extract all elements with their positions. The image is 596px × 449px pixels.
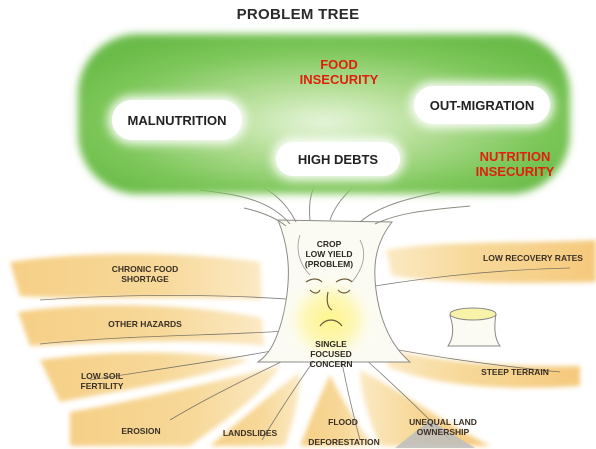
effect-out-migration: OUT-MIGRATION: [414, 86, 550, 124]
cause-low-recovery-rates: LOW RECOVERY RATES: [483, 253, 583, 263]
root-bands: [10, 240, 596, 446]
cause-unequal-land-ownership: UNEQUAL LAND OWNERSHIP: [409, 417, 477, 437]
cause-low-soil-fertility: LOW SOIL FERTILITY: [80, 371, 124, 391]
tree-face: [305, 278, 353, 327]
effect-food-insecurity: FOOD INSECURITY: [299, 57, 379, 87]
effect-high-debts: HIGH DEBTS: [276, 142, 400, 176]
effect-out-migration-label: OUT-MIGRATION: [429, 97, 535, 113]
cause-flood: FLOOD: [328, 417, 358, 427]
diagram-title: PROBLEM TREE: [236, 6, 360, 23]
focused-concern-label: SINGLE FOCUSED CONCERN: [309, 339, 353, 369]
effect-nutrition-insecurity: NUTRITION INSECURITY: [475, 149, 555, 179]
cause-chronic-food-shortage: CHRONIC FOOD SHORTAGE: [111, 264, 179, 284]
effect-malnutrition: MALNUTRITION: [112, 100, 242, 140]
effect-malnutrition-label: MALNUTRITION: [127, 112, 227, 128]
cause-other-hazards: OTHER HAZARDS: [108, 319, 182, 329]
cause-landslides: LANDSLIDES: [222, 428, 278, 438]
core-problem-label: CROP LOW YIELD (PROBLEM): [304, 239, 354, 269]
cause-deforestation: DEFORESTATION: [308, 437, 380, 447]
stump: [447, 307, 501, 347]
cause-erosion: EROSION: [121, 426, 161, 436]
shadow-arrow: [395, 420, 475, 448]
canopy: [78, 34, 570, 194]
cause-steep-terrain: STEEP TERRAIN: [481, 367, 549, 377]
effect-high-debts-label: HIGH DEBTS: [297, 151, 379, 167]
